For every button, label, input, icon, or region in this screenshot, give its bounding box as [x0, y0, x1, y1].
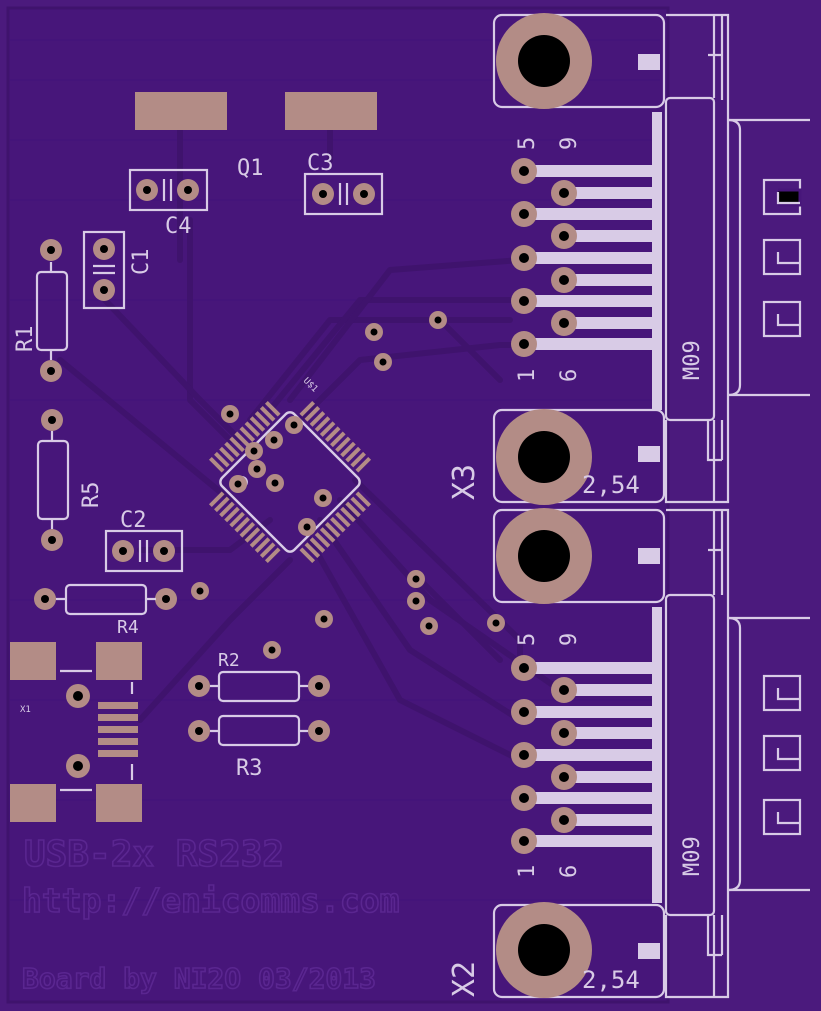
- c2-label: C2: [120, 508, 147, 533]
- c1-outline: [82, 230, 126, 310]
- qfp-pin: [299, 547, 316, 564]
- c4-label: C4: [165, 214, 192, 239]
- qfp-pin: [314, 416, 331, 432]
- qfp-pin: [304, 406, 321, 422]
- qfp-pin: [330, 431, 346, 448]
- c1-label: C1: [129, 249, 154, 276]
- qfp-pin: [335, 436, 351, 453]
- qfp-pin: [345, 446, 361, 463]
- qfp-pin: [314, 532, 331, 548]
- q1-label: Q1: [237, 156, 264, 181]
- qfp-pin: [214, 451, 230, 468]
- qfp-pin: [229, 436, 245, 453]
- qfp-pin: [254, 411, 271, 427]
- qfp-pin: [224, 441, 240, 458]
- qfp-pin: [324, 522, 341, 538]
- qfp-pin: [239, 426, 256, 442]
- qfp-pin: [259, 542, 276, 558]
- qfp-pin: [345, 501, 361, 518]
- pin6-top: 6: [557, 369, 582, 382]
- usb-connector-x1: [10, 642, 142, 822]
- board-title: USB-2x RS232: [24, 834, 284, 875]
- r5-label: R5: [79, 482, 104, 509]
- qfp-pin: [309, 411, 326, 427]
- qfp-pin: [229, 511, 245, 528]
- board-credit: Board by NI2O 03/2013: [22, 962, 376, 995]
- qfp-pin: [340, 506, 356, 523]
- qfp-pin: [319, 527, 336, 543]
- pin1-bottom: 1: [515, 865, 540, 878]
- x2-label: X2: [447, 961, 482, 997]
- pin6-bottom: 6: [557, 865, 582, 878]
- qfp-pin: [355, 456, 372, 473]
- qfp-pin: [355, 491, 372, 508]
- m09-bottom: M09: [680, 836, 705, 876]
- qfp-pin: [304, 542, 321, 558]
- pin5-top: 5: [515, 137, 540, 150]
- qfp-pin: [264, 547, 281, 564]
- x1-label: X1: [20, 705, 31, 715]
- qfp-pin: [208, 491, 225, 508]
- vias: [191, 311, 505, 659]
- pin1-top: 1: [515, 369, 540, 382]
- x3-label: X3: [447, 464, 482, 500]
- qfp-pin: [244, 527, 261, 543]
- qfp-pin: [335, 511, 351, 528]
- qfp-pin: [219, 501, 235, 518]
- qfp-pin: [319, 421, 336, 437]
- qfp-pin: [264, 400, 281, 417]
- c3-label: C3: [307, 151, 334, 176]
- db9-connector-x2: [492, 508, 810, 999]
- qfp-pin: [234, 431, 250, 448]
- ground-hatch: [10, 39, 660, 901]
- pin9-top: 9: [557, 137, 582, 150]
- qfp-pin: [340, 441, 356, 458]
- r2-label: R2: [218, 650, 240, 671]
- board-url: http://enicomms.com: [22, 881, 400, 920]
- q1-pad-1: [135, 92, 227, 130]
- r1-label: R1: [13, 326, 38, 353]
- pitch-bottom: 2,54: [582, 966, 640, 994]
- qfp-pin: [249, 416, 266, 432]
- pin5-bottom: 5: [515, 633, 540, 646]
- qfp-pin: [224, 506, 240, 523]
- c2-outline: [104, 529, 184, 573]
- qfp-pin: [219, 446, 235, 463]
- qfp-pin: [330, 516, 346, 533]
- qfp-pin: [309, 537, 326, 553]
- db9-connector-x3: [492, 13, 810, 505]
- m09-top: M09: [680, 340, 705, 380]
- qfp-pin: [350, 496, 366, 513]
- r3-label: R3: [236, 756, 263, 781]
- qfp-pin: [249, 532, 266, 548]
- qfp-pin: [239, 522, 256, 538]
- qfp-pin: [234, 516, 250, 533]
- qfp-pin: [259, 406, 276, 422]
- pin9-bottom: 9: [557, 633, 582, 646]
- qfp-pin: [324, 426, 341, 442]
- q1-pad-2: [285, 92, 377, 130]
- qfp-pin: [299, 400, 316, 417]
- qfp-pin: [350, 451, 366, 468]
- qfp-pin: [254, 537, 271, 553]
- c3-outline: [303, 172, 384, 216]
- r4-label: R4: [117, 617, 139, 638]
- c4-outline: [128, 168, 209, 212]
- qfp-pin: [214, 496, 230, 513]
- pitch-top: 2,54: [582, 471, 640, 499]
- qfp-pin: [244, 421, 261, 437]
- qfp-pin: [208, 456, 225, 473]
